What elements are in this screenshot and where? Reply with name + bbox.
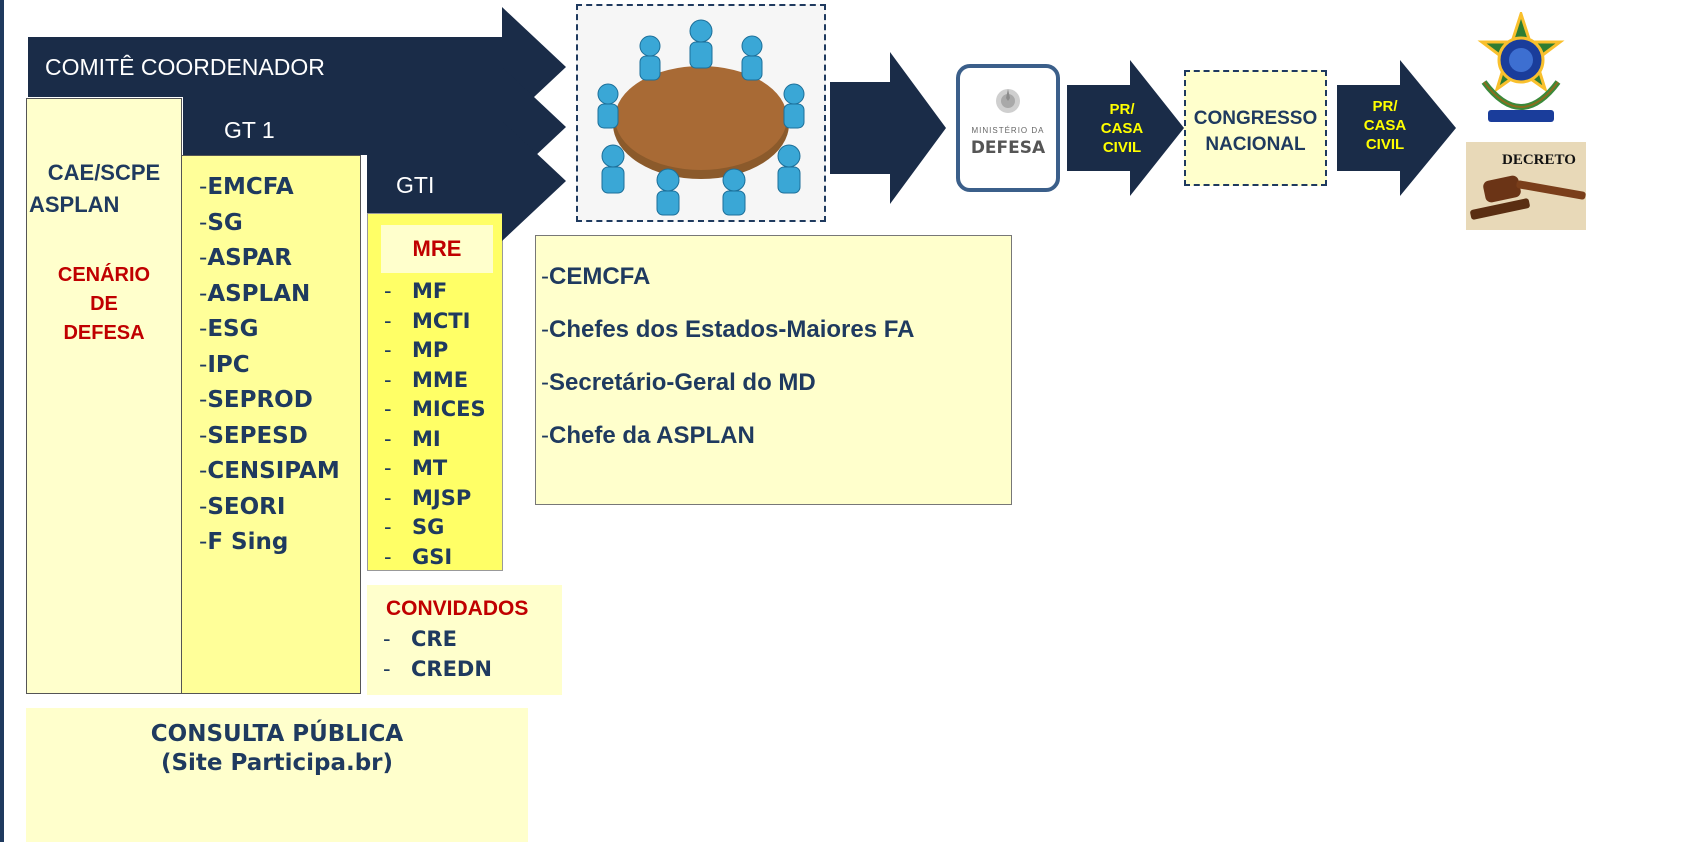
list-item: -MJSP <box>384 485 472 510</box>
list-item: -ESG <box>199 316 259 342</box>
list-item: -MT <box>384 456 448 480</box>
gavel-icon <box>1470 175 1586 220</box>
meeting-members-box: -CEMCFA -Chefes dos Estados-Maiores FA -… <box>535 235 1012 505</box>
congresso-label: CONGRESSO NACIONAL <box>1193 108 1318 155</box>
list-item: -MF <box>384 279 448 303</box>
gti-head-mre: MRE <box>381 225 493 273</box>
list-item: -SEPROD <box>199 387 313 413</box>
defesa-big-label: DEFESA <box>970 138 1046 158</box>
to-congresso-arrow <box>1067 60 1184 196</box>
list-item: -CRE <box>383 627 457 651</box>
cae-line2: ASPLAN <box>29 192 120 217</box>
list-item: -IPC <box>199 351 250 378</box>
consulta-line2: (Site Participa.br) <box>160 750 394 776</box>
convidados-list: -CRE -CREDN <box>383 625 492 684</box>
list-item: -Secretário-Geral do MD <box>541 369 816 396</box>
pr-casa-civil-label-2: PR/ CASA CIVIL <box>1363 98 1407 153</box>
gti-member-list: -MF -MCTI -MP -MME -MICES -MI -MT -MJSP … <box>384 277 486 572</box>
brazil-coat-of-arms-icon <box>1477 12 1565 122</box>
comite-coordenador-label: COMITÊ COORDENADOR <box>45 54 325 80</box>
cae-scpe-column: CAE/SCPE ASPLAN CENÁRIO DE DEFESA <box>26 98 182 694</box>
list-item: -CREDN <box>383 656 492 681</box>
list-item: -GSI <box>384 544 453 569</box>
gti-arrow <box>367 121 566 241</box>
list-item: -Chefe da ASPLAN <box>541 422 755 449</box>
list-item: -MICES <box>384 397 486 421</box>
ministerio-defesa-logo: MINISTÉRIO DA DEFESA <box>956 64 1060 192</box>
cae-line1: CAE/SCPE <box>47 160 161 185</box>
list-item: -MP <box>384 338 449 362</box>
meeting-members-list: -CEMCFA -Chefes dos Estados-Maiores FA -… <box>541 250 914 462</box>
to-defesa-arrow <box>830 52 946 204</box>
list-item: -Chefes dos Estados-Maiores FA <box>541 316 915 343</box>
gt1-column: -EMCFA -SG -ASPAR -ASPLAN -ESG -IPC -SEP… <box>181 155 361 694</box>
coat-of-arms-icon <box>996 89 1020 113</box>
list-item: -SEPESD <box>199 422 308 449</box>
consulta-line1: CONSULTA PÚBLICA <box>150 721 404 747</box>
gti-label: GTI <box>396 172 435 198</box>
convidados-box: CONVIDADOS -CRE -CREDN <box>367 585 562 695</box>
left-edge-rule <box>0 0 4 842</box>
list-item: -SEORI <box>199 493 286 520</box>
list-item: -ASPAR <box>199 245 292 271</box>
list-item: -SG <box>199 209 243 236</box>
ministerio-small-label: MINISTÉRIO DA <box>971 126 1045 135</box>
decreto-label: DECRETO <box>1502 152 1576 168</box>
meeting-table-image <box>576 4 826 222</box>
list-item: -ASPLAN <box>199 280 311 307</box>
cenario-de-defesa-label: CENÁRIO DE DEFESA <box>27 261 181 348</box>
pr-casa-civil-label-1: PR/ CASA CIVIL <box>1100 101 1144 156</box>
list-item: -MCTI <box>384 308 471 333</box>
list-item: -F Sing <box>199 529 289 555</box>
to-decreto-arrow <box>1337 60 1456 196</box>
gt1-label: GT 1 <box>224 117 275 143</box>
congresso-nacional-box: CONGRESSO NACIONAL <box>1184 70 1327 186</box>
list-item: -MME <box>384 367 469 392</box>
cae-scpe-label: CAE/SCPE ASPLAN <box>27 157 181 221</box>
cenario-line2: DE <box>90 293 118 315</box>
convidados-title: CONVIDADOS <box>386 597 529 620</box>
list-item: -SG <box>384 515 445 539</box>
list-item: -CENSIPAM <box>199 458 340 484</box>
meeting-table-illustration <box>597 19 805 216</box>
cenario-line3: DEFESA <box>63 322 145 344</box>
consulta-publica-box: CONSULTA PÚBLICA (Site Participa.br) <box>26 708 528 842</box>
cenario-line1: CENÁRIO <box>57 264 151 286</box>
gt1-arrow <box>183 67 566 187</box>
decreto-image: DECRETO <box>1466 142 1586 230</box>
gt1-member-list: -EMCFA -SG -ASPAR -ASPLAN -ESG -IPC -SEP… <box>199 170 340 561</box>
list-item: -CEMCFA <box>541 263 651 290</box>
list-item: -EMCFA <box>199 174 294 200</box>
list-item: -MI <box>384 426 441 451</box>
